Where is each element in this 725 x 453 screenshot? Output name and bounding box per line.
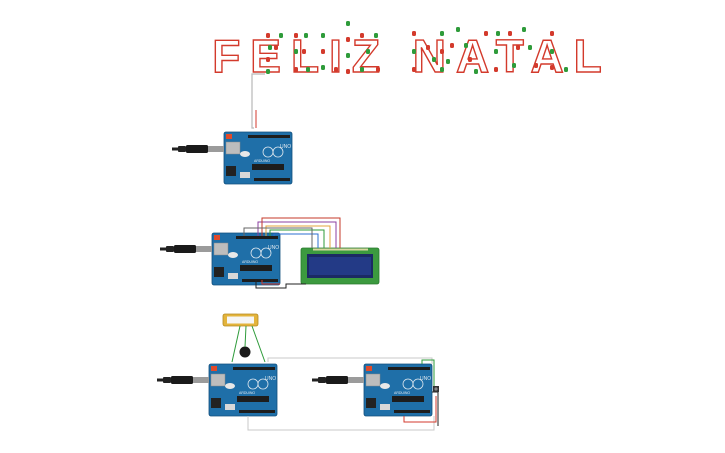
led-29[interactable] bbox=[426, 45, 430, 50]
led-50[interactable] bbox=[550, 31, 554, 36]
led-14[interactable] bbox=[321, 49, 325, 54]
led-6[interactable] bbox=[266, 69, 270, 74]
led-15[interactable] bbox=[321, 65, 325, 70]
led-33[interactable] bbox=[440, 67, 444, 72]
pushbutton[interactable] bbox=[433, 386, 439, 392]
led-2[interactable] bbox=[268, 45, 272, 50]
led-13[interactable] bbox=[321, 33, 325, 38]
arduino-board-1[interactable]: UNO ARDUINO bbox=[223, 131, 293, 185]
led-31[interactable] bbox=[440, 31, 444, 36]
led-53[interactable] bbox=[564, 67, 568, 72]
led-19[interactable] bbox=[346, 53, 350, 58]
led-46[interactable] bbox=[516, 45, 520, 50]
led-22[interactable] bbox=[374, 33, 378, 38]
led-47[interactable] bbox=[512, 63, 516, 68]
led-43[interactable] bbox=[494, 49, 498, 54]
led-51[interactable] bbox=[550, 49, 554, 54]
led-24[interactable] bbox=[360, 67, 364, 72]
led-3[interactable] bbox=[266, 57, 270, 62]
usb-cable-3[interactable] bbox=[157, 376, 209, 384]
led-10[interactable] bbox=[302, 49, 306, 54]
led-4[interactable] bbox=[279, 33, 283, 38]
led-37[interactable] bbox=[464, 43, 468, 48]
led-48[interactable] bbox=[528, 45, 532, 50]
board-model-label: UNO bbox=[268, 245, 279, 251]
led-17[interactable] bbox=[346, 21, 350, 26]
led-7[interactable] bbox=[294, 33, 298, 38]
led-9[interactable] bbox=[294, 49, 298, 54]
led-38[interactable] bbox=[468, 57, 472, 62]
board-brand-label: ARDUINO bbox=[254, 159, 270, 163]
led-39[interactable] bbox=[474, 69, 478, 74]
led-30[interactable] bbox=[432, 57, 436, 62]
led-27[interactable] bbox=[412, 49, 416, 54]
led-26[interactable] bbox=[412, 31, 416, 36]
led-28[interactable] bbox=[412, 67, 416, 72]
led-20[interactable] bbox=[346, 69, 350, 74]
led-34[interactable] bbox=[456, 27, 460, 32]
led-8[interactable] bbox=[304, 33, 308, 38]
led-44[interactable] bbox=[494, 67, 498, 72]
led-32[interactable] bbox=[440, 49, 444, 54]
usb-cable-2[interactable] bbox=[160, 245, 212, 253]
usb-cable-1[interactable] bbox=[172, 145, 224, 153]
board-model-label: UNO bbox=[265, 376, 276, 382]
led-1[interactable] bbox=[266, 33, 270, 38]
led-16[interactable] bbox=[334, 67, 338, 72]
led-21[interactable] bbox=[360, 33, 364, 38]
led-42[interactable] bbox=[508, 31, 512, 36]
board-brand-label: ARDUINO bbox=[242, 260, 258, 264]
sign-banner-text: FELIZ NATAL bbox=[212, 30, 612, 82]
usb-cable-4[interactable] bbox=[312, 376, 364, 384]
board-brand-label: ARDUINO bbox=[239, 391, 255, 395]
led-36[interactable] bbox=[446, 59, 450, 64]
led-25[interactable] bbox=[376, 67, 380, 72]
lcd-wires[interactable] bbox=[243, 217, 341, 289]
arduino-board-3[interactable]: UNO ARDUINO bbox=[208, 363, 278, 417]
arduino-board-4[interactable]: UNO ARDUINO bbox=[363, 363, 433, 417]
arduino-board-2[interactable]: UNO ARDUINO bbox=[211, 232, 281, 286]
board-model-label: UNO bbox=[420, 376, 431, 382]
led-41[interactable] bbox=[496, 31, 500, 36]
feliz-natal-led-sign[interactable]: FELIZ NATAL bbox=[212, 21, 612, 83]
led-49[interactable] bbox=[534, 63, 538, 68]
led-52[interactable] bbox=[550, 65, 554, 70]
led-18[interactable] bbox=[346, 37, 350, 42]
wire-sign-to-board-1[interactable] bbox=[251, 73, 265, 129]
led-11[interactable] bbox=[294, 67, 298, 72]
led-35[interactable] bbox=[450, 43, 454, 48]
led-45[interactable] bbox=[522, 27, 526, 32]
piezo-buzzer[interactable] bbox=[222, 313, 266, 363]
lcd-display[interactable] bbox=[300, 247, 380, 285]
led-5[interactable] bbox=[274, 45, 278, 50]
led-12[interactable] bbox=[306, 67, 310, 72]
led-40[interactable] bbox=[484, 31, 488, 36]
board-model-label: UNO bbox=[280, 144, 291, 150]
board-brand-label: ARDUINO bbox=[394, 391, 410, 395]
wires-board3-board4[interactable] bbox=[247, 357, 439, 431]
led-23[interactable] bbox=[366, 49, 370, 54]
